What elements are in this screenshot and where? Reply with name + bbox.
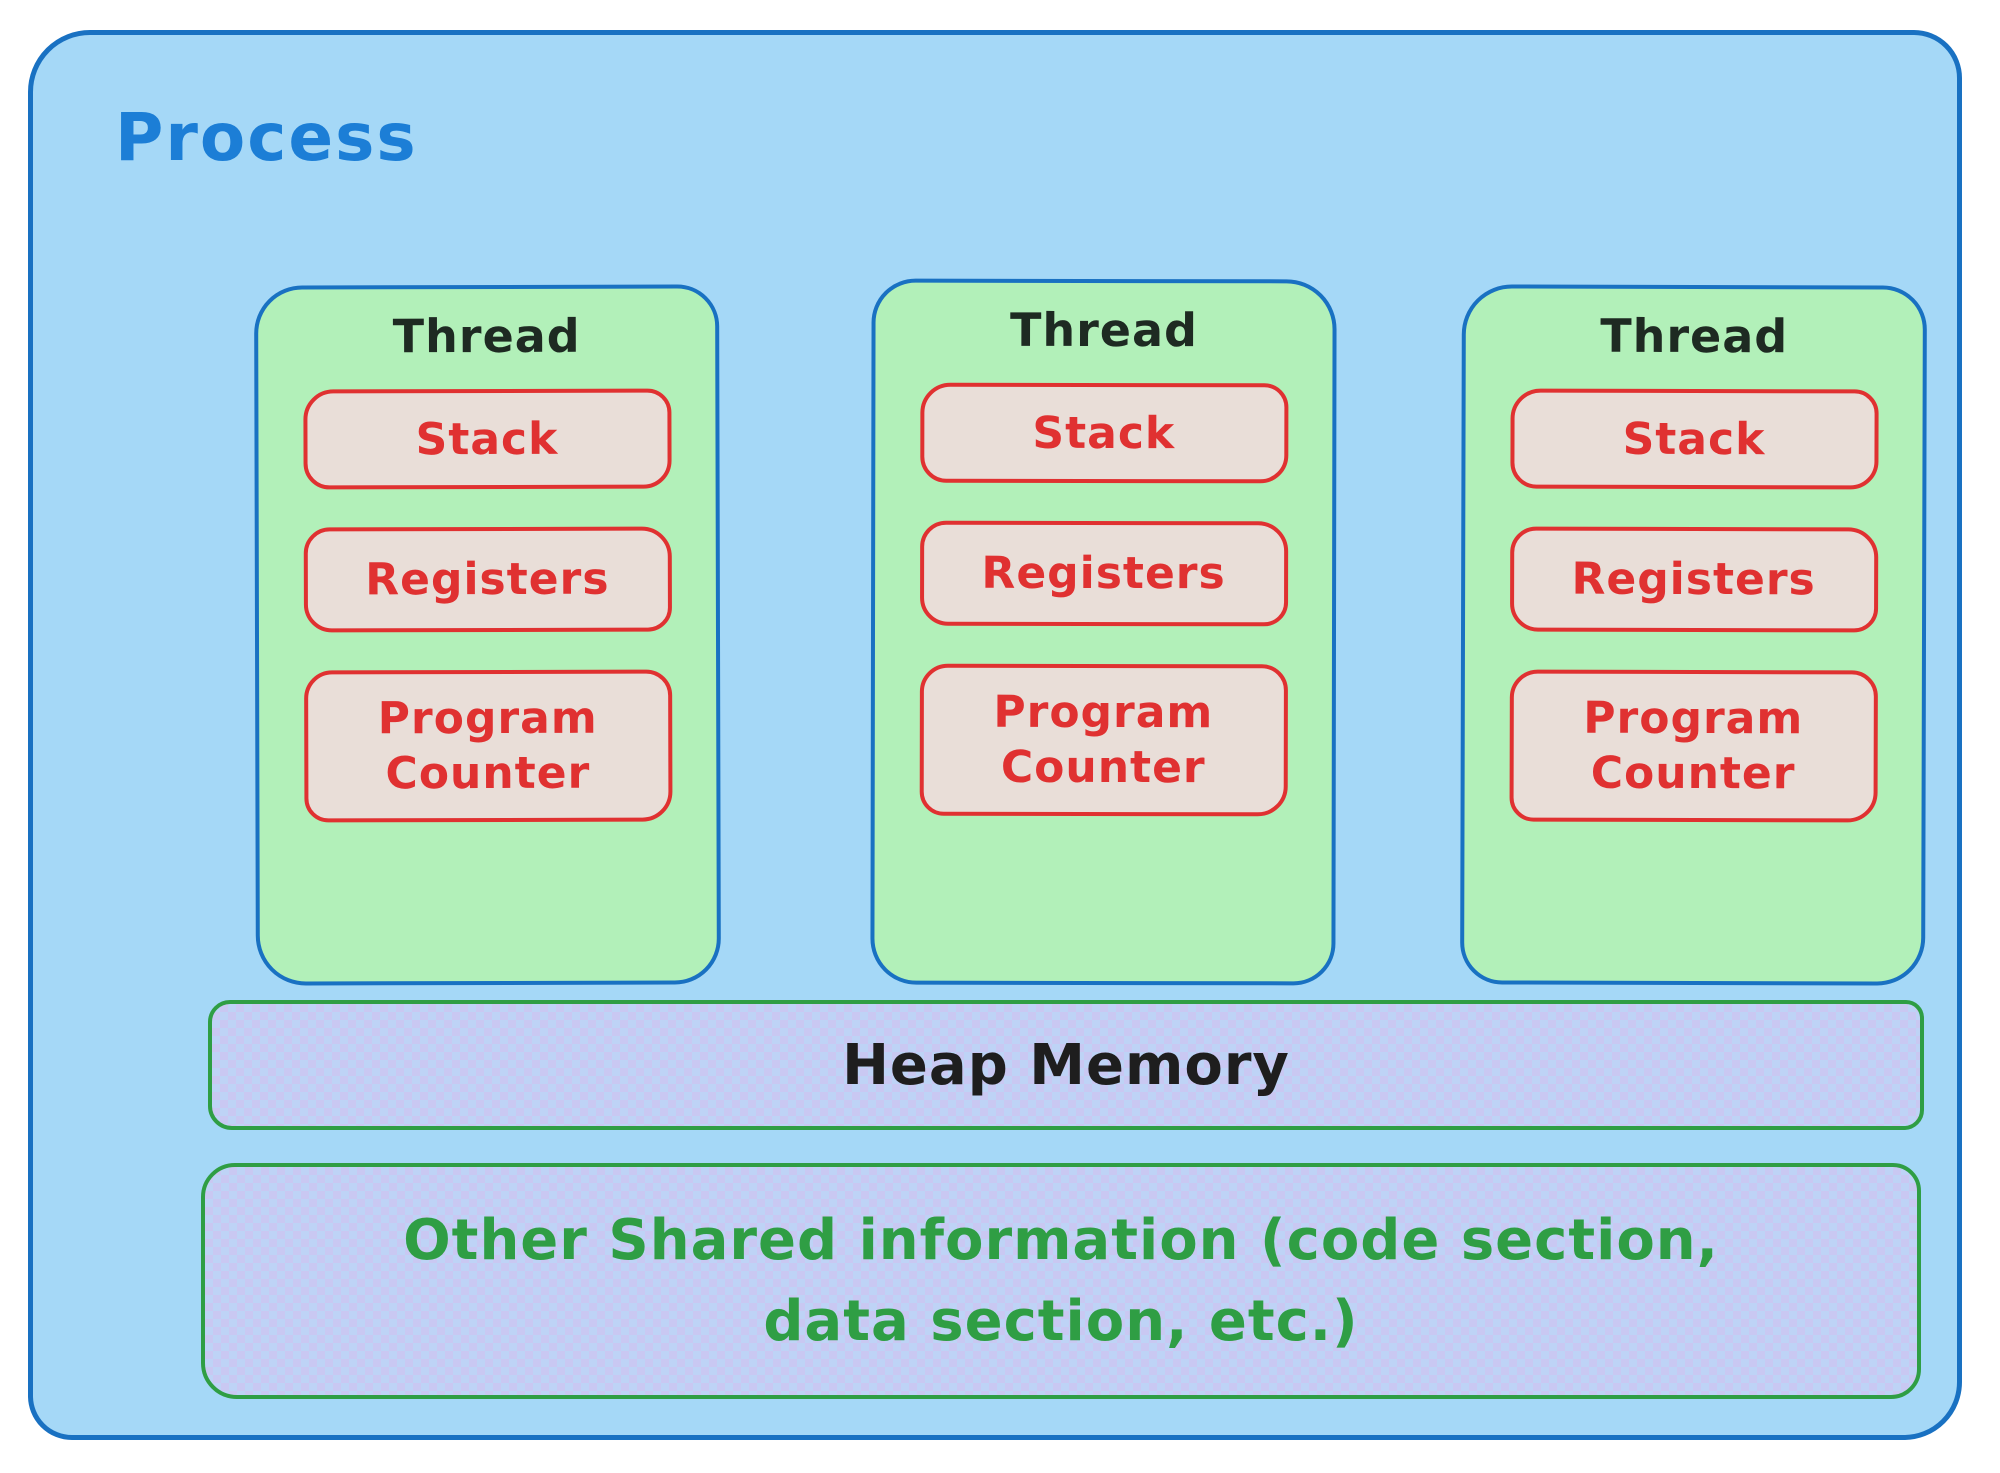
- thread-label: Thread: [1600, 308, 1789, 364]
- shared-info-line-2: data section, etc.): [763, 1289, 1359, 1354]
- registers-box: Registers: [1509, 526, 1878, 633]
- thread-card-2: Thread Stack Registers Program Counter: [870, 278, 1337, 986]
- program-counter-box: Program Counter: [303, 669, 672, 823]
- shared-info-bar: Other Shared information (code section, …: [201, 1163, 1921, 1399]
- stack-box: Stack: [302, 388, 672, 490]
- registers-box: Registers: [919, 520, 1288, 627]
- thread-label: Thread: [1009, 302, 1199, 358]
- thread-label: Thread: [392, 308, 581, 364]
- program-counter-box: Program Counter: [1509, 669, 1878, 823]
- thread-card-1: Thread Stack Registers Program Counter: [254, 284, 721, 986]
- stack-box: Stack: [1509, 388, 1879, 490]
- registers-box: Registers: [303, 526, 672, 633]
- heap-memory-bar: Heap Memory: [208, 1000, 1924, 1130]
- process-container: Process Thread Stack Registers Program C…: [28, 30, 1962, 1440]
- shared-info-label: Other Shared information (code section, …: [403, 1200, 1719, 1362]
- heap-memory-label: Heap Memory: [842, 1032, 1290, 1098]
- shared-info-line-1: Other Shared information (code section,: [403, 1207, 1719, 1273]
- stack-box: Stack: [919, 382, 1288, 484]
- program-counter-box: Program Counter: [919, 663, 1288, 817]
- thread-card-3: Thread Stack Registers Program Counter: [1460, 284, 1927, 986]
- process-label: Process: [115, 99, 418, 176]
